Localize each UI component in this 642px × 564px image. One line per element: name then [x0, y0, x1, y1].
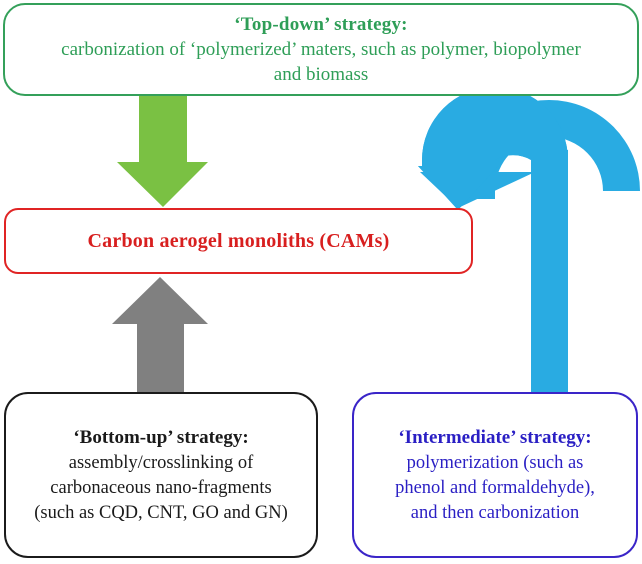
bottom-up-body-line-3: (such as CQD, CNT, GO and GN): [34, 502, 288, 523]
top-down-body-line-1: carbonization of ‘polymerized’ maters, s…: [61, 38, 581, 60]
intermediate-title: ‘Intermediate’ strategy:: [398, 426, 592, 448]
bottom-up-body-line-2: carbonaceous nano-fragments: [50, 477, 272, 498]
bottom-up-body-line-1: assembly/crosslinking of: [68, 452, 254, 473]
intermediate-body-line-3: and then carbonization: [410, 502, 580, 523]
top-down-body-line-2: and biomass: [273, 63, 369, 85]
arrow-down-icon: [117, 96, 208, 207]
carbon-aerogel-monoliths-box[interactable]: Carbon aerogel monoliths (CAMs): [4, 208, 473, 274]
intermediate-body-line-2: phenol and formaldehyde),: [395, 477, 595, 498]
intermediate-strategy-box[interactable]: ‘Intermediate’ strategy: polymerization …: [352, 392, 638, 558]
arrow-up-icon: [112, 277, 208, 392]
top-down-title: ‘Top-down’ strategy:: [234, 13, 408, 35]
bottom-up-title: ‘Bottom-up’ strategy:: [73, 426, 249, 448]
top-down-strategy-box[interactable]: ‘Top-down’ strategy: carbonization of ‘p…: [3, 3, 639, 96]
bottom-up-strategy-box[interactable]: ‘Bottom-up’ strategy: assembly/crosslink…: [4, 392, 318, 558]
intermediate-body-line-1: polymerization (such as: [406, 452, 584, 473]
carbon-aerogel-monoliths-title: Carbon aerogel monoliths (CAMs): [87, 229, 390, 252]
